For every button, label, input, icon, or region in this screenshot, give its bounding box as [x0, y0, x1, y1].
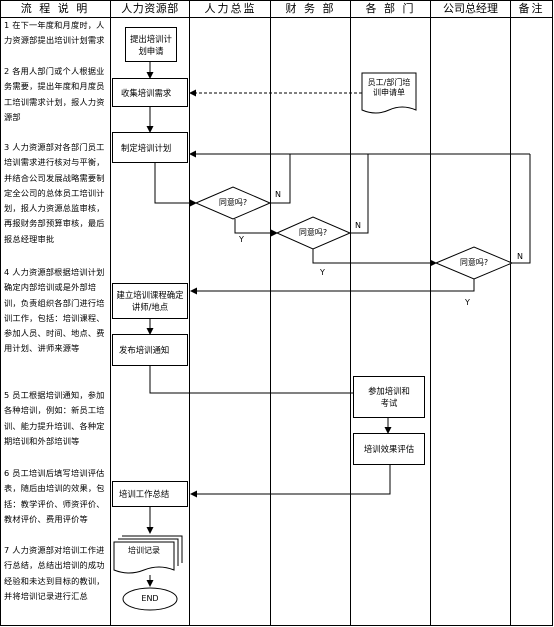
header-process-description: 流 程 说 明 — [20, 2, 90, 15]
decision2-diamond — [275, 216, 352, 250]
header-hr-director: 人力总监 — [204, 2, 257, 15]
evaluate-training-box: 培训效果评估 — [353, 433, 425, 465]
step-5-text: 员工根据培训通知，参加各种培训，例如：新员工培训、能力提升培训、各种定期培训和外… — [4, 390, 105, 446]
step-5-number: 5 — [4, 390, 10, 400]
header-notes: 备注 — [518, 2, 545, 15]
end-terminator-shape — [122, 587, 178, 611]
step-6-text: 员工培训后填写培训评估表，随后由培训的效果，包括：教学评价、师资评价、教材评价、… — [4, 468, 105, 524]
arrow-decision3-build — [190, 279, 475, 295]
attend-training-box: 参加培训和考试 — [353, 376, 425, 418]
step-6: 6 员工培训后填写培训评估表，随后由培训的效果，包括：教学评价、师资评价、教材评… — [4, 466, 108, 527]
line-decision1-no — [270, 154, 291, 204]
make-training-plan-box: 制定培训计划 — [112, 132, 188, 163]
step-6-number: 6 — [4, 468, 10, 478]
header-departments: 各 部 门 — [365, 2, 416, 15]
step-2-number: 2 — [4, 66, 10, 76]
decision1-diamond — [194, 186, 272, 220]
step-3-number: 3 — [4, 142, 10, 152]
training-records-document: 培训记录 — [128, 546, 160, 555]
end-terminator: END — [141, 594, 159, 603]
records-multidocument-shape — [113, 535, 183, 574]
yes-label-3: Y — [465, 298, 470, 307]
decision3-diamond — [434, 246, 514, 280]
step-7-number: 7 — [4, 545, 10, 555]
collect-needs-box: 收集培训需求 — [112, 78, 188, 107]
step-2: 2 各用人部门或个人根据业务需要，提出年度和月度员工培训需求计划，报人力资源部 — [4, 64, 108, 125]
header-general-manager: 公司总经理 — [443, 2, 498, 15]
training-summary-box: 培训工作总结 — [112, 481, 188, 507]
step-3-text: 人力资源部对各部门员工培训需求进行核对与平衡，并结合公司发展战略需要制定全公司的… — [4, 142, 105, 244]
build-courses-box: 建立培训课程确定讲师/地点 — [112, 283, 188, 319]
step-1-number: 1 — [4, 20, 10, 30]
step-5: 5 员工根据培训通知，参加各种培训，例如：新员工培训、能力提升培训、各种定期培训… — [4, 388, 108, 449]
header-hr-department: 人力资源部 — [121, 2, 179, 15]
arrow-decision2-decision3 — [312, 249, 437, 267]
step-4-text: 人力资源部根据培训计划确定内部培训或是外部培训，负责组织各部门进行培训工作，包括… — [4, 267, 105, 354]
step-4: 4 人力资源部根据培训计划确定内部培训或是外部培训，负责组织各部门进行培训工作，… — [4, 265, 108, 357]
step-3: 3 人力资源部对各部门员工培训需求进行核对与平衡，并结合公司发展战略需要制定全公… — [4, 140, 108, 247]
training-notice-box: 发布培训通知 — [112, 334, 188, 366]
header-finance: 财 务 部 — [285, 2, 336, 15]
decision2-label: 同意吗? — [298, 228, 328, 237]
line-decision2-no — [350, 154, 369, 234]
step-2-text: 各用人部门或个人根据业务需要，提出年度和月度员工培训需求计划，报人力资源部 — [4, 66, 105, 122]
step-7-text: 人力资源部对培训工作进行总结，总结出培训的成功经验和未达到目标的教训，并将培训记… — [4, 545, 105, 601]
arrow-plan-decision1 — [154, 163, 197, 207]
step-4-number: 4 — [4, 267, 10, 277]
step-1: 1 在下一年度和月度时，人力资源部提出培训计划需求 — [4, 18, 108, 49]
decision3-label: 同意吗? — [459, 258, 489, 267]
arrow-decision1-decision2 — [234, 219, 278, 237]
line-decision3-no — [512, 154, 531, 264]
employee-application-document-shape — [361, 72, 417, 114]
yes-label-1: Y — [239, 235, 244, 244]
decision1-label: 同意吗? — [218, 198, 248, 207]
arrow-evaluate-summary — [190, 465, 391, 498]
step-1-text: 在下一年度和月度时，人力资源部提出培训计划需求 — [4, 20, 105, 46]
arrow-notice-attend — [149, 366, 374, 416]
no-label-2: N — [355, 221, 361, 230]
propose-training-plan-box: 提出培训计划申请 — [125, 27, 177, 62]
no-label-3: N — [517, 252, 523, 261]
employee-application-document: 员工/部门培训申请单 — [367, 78, 411, 97]
step-7: 7 人力资源部对培训工作进行总结，总结出培训的成功经验和未达到目标的教训，并将培… — [4, 543, 108, 604]
yes-label-2: Y — [320, 268, 325, 277]
no-label-1: N — [275, 190, 281, 199]
